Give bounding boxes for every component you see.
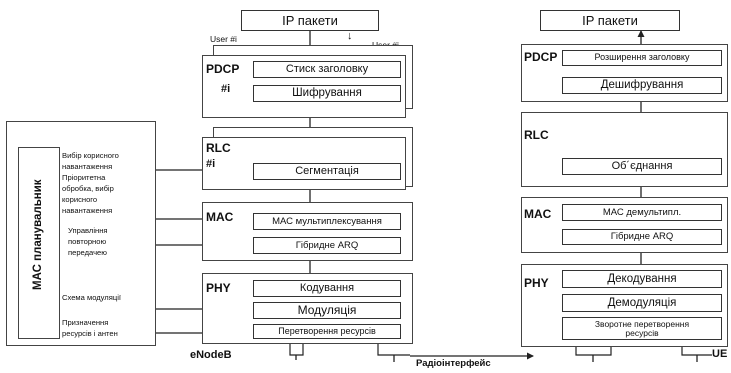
enb-antenna-2-icon (377, 342, 410, 356)
ue-ip-packets-box: IP пакети (540, 10, 680, 31)
radio-interface-label: Радіоінтерфейс (416, 358, 491, 369)
ue-decoding-box: Декодування (562, 270, 722, 288)
enb-user-i-label: User #i (210, 34, 237, 44)
enb-rlc-user-label: #i (206, 158, 216, 170)
ue-rlc-frame (521, 112, 728, 187)
enb-phy-label: PHY (206, 281, 231, 295)
ue-harq-box: Гібридне ARQ (562, 229, 722, 245)
enb-header-compression-box: Стиск заголовку (253, 61, 401, 78)
ue-deciphering-box: Дешифрування (562, 77, 722, 94)
ue-rlc-label: RLC (524, 128, 549, 142)
ue-phy-label: PHY (524, 276, 549, 290)
enb-mac-label: MAC (206, 210, 234, 224)
ue-header-decompression-box: Розширення заголовку (562, 50, 722, 66)
ue-concatenation-box: Об´єднання (562, 158, 722, 175)
ue-mac-demultiplexing-box: МАС демультипл. (562, 204, 722, 221)
enb-pdcp-user-label: #i (221, 83, 231, 95)
enb-harq-box: Гібридне ARQ (253, 237, 401, 254)
enb-ciphering-box: Шифрування (253, 85, 401, 102)
ue-label: UE (712, 348, 728, 360)
enb-down-arrow-icon: ↓ (347, 30, 353, 42)
ue-mac-label: MAC (524, 207, 552, 221)
ue-demodulation-box: Демодуляція (562, 294, 722, 312)
enb-pdcp-label: PDCP (206, 62, 240, 76)
enb-label: eNodeB (190, 349, 232, 361)
enb-modulation-box: Модуляція (253, 302, 401, 319)
enb-segmentation-box: Сегментація (253, 163, 401, 180)
scheduler-inner-frame (18, 147, 60, 339)
enb-coding-box: Кодування (253, 280, 401, 297)
enb-rlc-label: RLC (206, 141, 231, 155)
enb-ip-packets-box: IP пакети (241, 10, 379, 31)
enb-resource-mapping-box: Перетворення ресурсів (253, 324, 401, 339)
scheduler-item-4: Схема модуляції (62, 293, 121, 302)
enb-mac-multiplexing-box: МАС мультиплексування (253, 213, 401, 230)
scheduler-title: МАС планувальник (32, 179, 44, 290)
ue-pdcp-label: PDCP (524, 50, 558, 64)
